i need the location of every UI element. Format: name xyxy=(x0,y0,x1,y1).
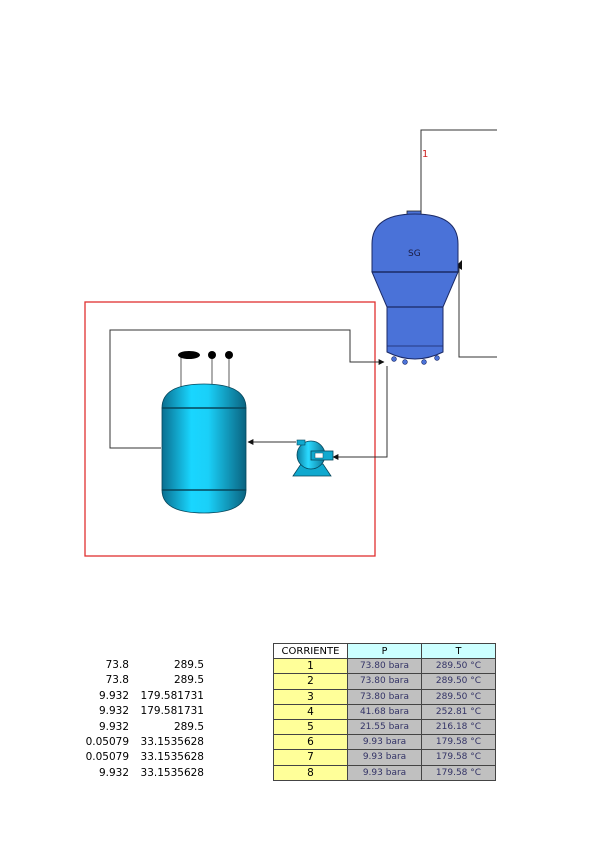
list-value-a: 73.8 xyxy=(105,659,129,671)
selection-box[interactable] xyxy=(84,301,376,557)
list-value-b: 289.5 xyxy=(173,720,204,733)
stream-id-cell: 7 xyxy=(273,749,348,766)
list-item: 9.932 33.1535628 xyxy=(64,766,204,781)
temperature-cell: 289.50 °C xyxy=(421,658,496,675)
stream-id-cell: 1 xyxy=(273,658,348,675)
list-value-b: 33.1535628 xyxy=(140,751,204,764)
list-value-b: 289.5 xyxy=(173,674,204,687)
pressure-cell: 73.80 bara xyxy=(347,688,422,705)
list-item: 0.05079 33.1535628 xyxy=(64,750,204,765)
values-list: 73.8 289.5 73.8 289.5 9.932 179.581731 9.932 17… xyxy=(64,658,204,781)
pump[interactable] xyxy=(292,439,334,477)
temperature-cell: 179.58 °C xyxy=(421,749,496,766)
steam-generator[interactable] xyxy=(371,210,459,365)
temperature-cell: 252.81 °C xyxy=(421,703,496,720)
list-value-b: 179.581731 xyxy=(140,705,204,718)
list-value-a: 73.8 xyxy=(105,674,129,687)
list-value-a: 0.05079 xyxy=(85,751,129,764)
temperature-cell: 289.50 °C xyxy=(421,673,496,690)
list-value-a: 9.932 xyxy=(98,766,129,779)
stream-id-cell: 8 xyxy=(273,764,348,781)
stream-line-1 xyxy=(420,129,497,214)
pressure-cell: 9.93 bara xyxy=(347,749,422,766)
stream-id-cell: 2 xyxy=(273,673,348,690)
temperature-cell: 179.58 °C xyxy=(421,764,496,781)
list-item: 9.932 179.581731 xyxy=(64,689,204,704)
process-diagram: 1 SG xyxy=(84,129,497,557)
temperature-cell: 179.58 °C xyxy=(421,734,496,751)
header-temperature: T xyxy=(421,642,496,660)
stream-line-right xyxy=(456,260,497,358)
sg-label: SG xyxy=(408,249,421,259)
header-corriente: CORRIENTE xyxy=(273,642,348,660)
list-item: 73.8 289.5 xyxy=(64,658,204,673)
pressure-cell: 9.93 bara xyxy=(347,734,422,751)
pressure-cell: 73.80 bara xyxy=(347,673,422,690)
pressure-cell: 41.68 bara xyxy=(347,703,422,720)
stream-line-recirculation xyxy=(109,329,385,449)
stream-id-cell: 5 xyxy=(273,718,348,736)
list-value-b: 289.5 xyxy=(173,659,204,671)
header-pressure: P xyxy=(347,642,422,660)
list-value-a: 0.05079 xyxy=(85,735,129,748)
list-value-b: 179.581731 xyxy=(140,689,204,702)
list-value-a: 9.932 xyxy=(98,705,129,718)
stream-label-1: 1 xyxy=(422,149,428,160)
stream-id-cell: 4 xyxy=(273,703,348,720)
list-item: 9.932 179.581731 xyxy=(64,704,204,719)
pressure-cell: 21.55 bara xyxy=(347,718,422,736)
list-value-a: 9.932 xyxy=(98,720,129,733)
stream-id-cell: 3 xyxy=(273,688,348,705)
list-value-b: 33.1535628 xyxy=(140,766,204,779)
list-item: 9.932 289.5 xyxy=(64,720,204,735)
flash-vessel[interactable] xyxy=(161,383,247,514)
list-value-a: 9.932 xyxy=(98,689,129,702)
stream-id-cell: 6 xyxy=(273,734,348,751)
pressure-cell: 73.80 bara xyxy=(347,658,422,675)
table-header-row: CORRIENTE P T xyxy=(273,642,496,660)
list-value-b: 33.1535628 xyxy=(140,735,204,748)
pressure-cell: 9.93 bara xyxy=(347,764,422,781)
list-item: 73.8 289.5 xyxy=(64,673,204,688)
vessel-instruments[interactable] xyxy=(178,351,233,388)
stream-line-to-pump xyxy=(332,366,388,460)
temperature-cell: 216.18 °C xyxy=(421,718,496,736)
temperature-cell: 289.50 °C xyxy=(421,688,496,705)
list-item: 0.05079 33.1535628 xyxy=(64,735,204,750)
